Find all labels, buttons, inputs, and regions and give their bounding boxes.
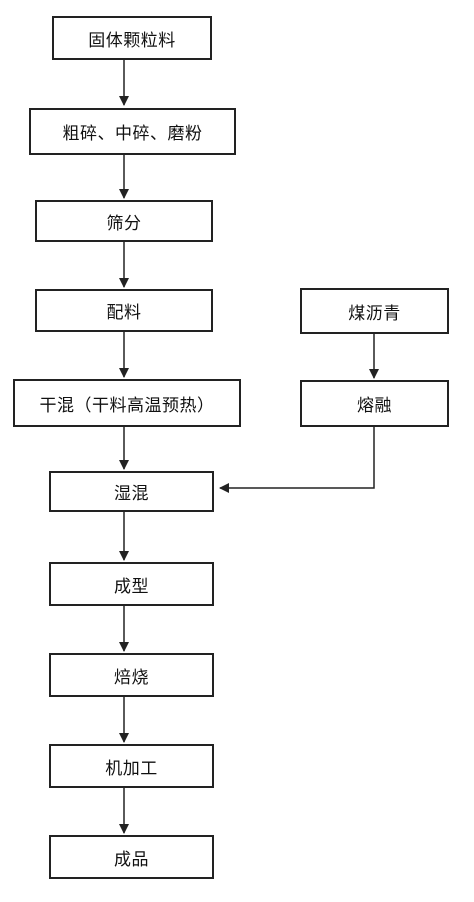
step-forming: 成型 [49,562,214,606]
step-wet-mixing: 湿混 [49,471,214,512]
step-machining: 机加工 [49,744,214,788]
step-coal-pitch: 煤沥青 [300,288,449,334]
step-dry-mixing: 干混（干料高温预热） [13,379,241,427]
step-screening: 筛分 [35,200,213,242]
arrow-merge [219,427,375,493]
step-roasting: 焙烧 [49,653,214,697]
step-solid-granules: 固体颗粒料 [52,16,212,60]
step-finished-product: 成品 [49,835,214,879]
step-batching: 配料 [35,289,213,332]
step-crushing-grinding: 粗碎、中碎、磨粉 [29,108,236,155]
step-melting: 熔融 [300,380,449,427]
